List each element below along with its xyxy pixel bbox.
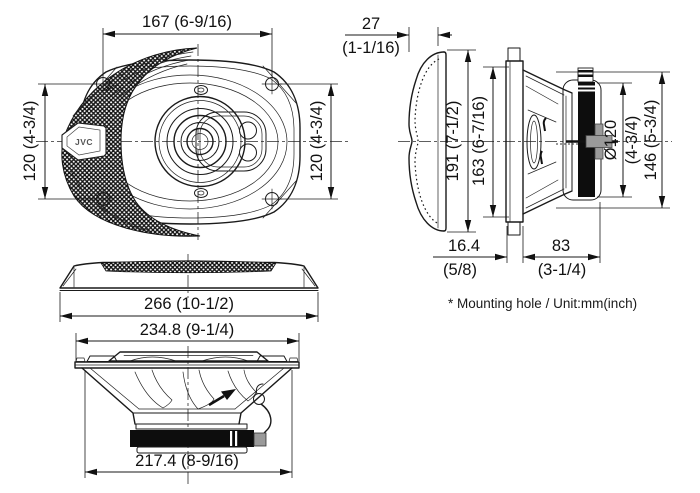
- frame-length-label: 234.8 (9-1/4): [140, 321, 234, 339]
- brand-badge: JVC: [61, 122, 107, 161]
- side-terminal: [556, 123, 618, 160]
- dim-front-width: 167 (6-9/16): [102, 13, 273, 76]
- grille-depth-inch-label: (1-1/16): [342, 39, 400, 57]
- dim-front-height-right: 120 (4-3/4): [280, 83, 338, 200]
- center-driver-assembly: [154, 85, 267, 198]
- mounting-depth-inch-label: (3-1/4): [538, 261, 587, 279]
- dim-protrusion: 16.4 (5/8): [433, 226, 537, 279]
- brand-logo: JVC: [75, 137, 93, 147]
- mounting-height-label: 163 (6-7/16): [470, 96, 488, 186]
- speaker-profile-view: [74, 346, 300, 486]
- dim-grille-depth: 27 (1-1/16): [342, 15, 452, 57]
- side-view: [398, 47, 672, 236]
- grille-rim-arcs-bottom: [69, 167, 153, 234]
- driver-ring-6: [186, 127, 214, 156]
- side-basket: [522, 69, 573, 215]
- front-view: JVC: [36, 44, 350, 240]
- driver-ring-2: [158, 100, 242, 183]
- tweeter-bridge-inner: [199, 115, 263, 168]
- grille-length-label: 266 (10-1/2): [144, 295, 234, 313]
- dome-perforation-dots: [414, 58, 440, 225]
- overall-height-label: 191 (7-1/2): [444, 101, 462, 182]
- rear-height-label: 146 (5-3/4): [642, 100, 660, 181]
- driver-ring-5: [180, 122, 220, 161]
- front-height-left-label: 120 (4-3/4): [21, 101, 39, 182]
- grille-mesh: [61, 47, 201, 237]
- mounting-depth-mm-label: 83: [552, 237, 570, 255]
- magnet-diameter-mm-label: Ø120: [602, 120, 620, 160]
- dim-grille-length: 266 (10-1/2): [59, 292, 319, 322]
- dim-cutout-length: 217.4 (8-9/16): [84, 370, 293, 478]
- screw-top-inner: [197, 87, 205, 93]
- dim-mounting-depth: 83 (3-1/4): [523, 202, 601, 279]
- profile-flange: [74, 361, 300, 369]
- dim-frame-length: 234.8 (9-1/4): [75, 321, 300, 361]
- grille-rim-arcs-top: [72, 51, 194, 134]
- dim-front-height-left: 120 (4-3/4): [21, 83, 97, 200]
- dim-overall-height: 191 (7-1/2): [444, 49, 476, 233]
- phase-arrow-mark: [208, 389, 236, 407]
- tweeter-bridge: [195, 111, 267, 172]
- driver-ring-4: [173, 114, 227, 169]
- units-note: * Mounting hole / Unit:mm(inch): [448, 296, 637, 311]
- dim-magnet-diameter: Ø120 (4-3/4): [597, 82, 641, 198]
- screw-bottom: [194, 188, 208, 198]
- tweeter-lead-clips: [539, 117, 547, 165]
- driver-ring-1: [154, 95, 246, 188]
- protrusion-mm-label: 16.4: [448, 237, 480, 255]
- profile-wire: [253, 383, 272, 440]
- grille-dome-profile: [408, 51, 447, 232]
- grille-profile-view: [59, 254, 319, 298]
- front-height-right-label: 120 (4-3/4): [308, 101, 326, 182]
- magnet-diameter-inch-label: (4-3/4): [623, 116, 641, 165]
- driver-ring-3: [166, 108, 234, 175]
- profile-basket: [81, 367, 293, 425]
- dim-rear-height: 146 (5-3/4): [556, 71, 670, 209]
- profile-terminal: [253, 432, 267, 447]
- screw-bottom-inner: [197, 190, 205, 196]
- grille-profile-mesh-band: [100, 260, 277, 274]
- profile-gasket: [75, 351, 299, 362]
- front-width-label: 167 (6-9/16): [142, 13, 232, 31]
- grille-depth-mm-label: 27: [362, 15, 380, 33]
- dim-mounting-height: 163 (6-7/16): [470, 66, 509, 218]
- profile-magnet: [130, 423, 267, 454]
- screw-top: [194, 85, 208, 95]
- driver-ring-7: [191, 133, 209, 150]
- protrusion-inch-label: (5/8): [443, 261, 477, 279]
- cutout-length-label: 217.4 (8-9/16): [135, 452, 239, 470]
- side-flange: [505, 47, 524, 236]
